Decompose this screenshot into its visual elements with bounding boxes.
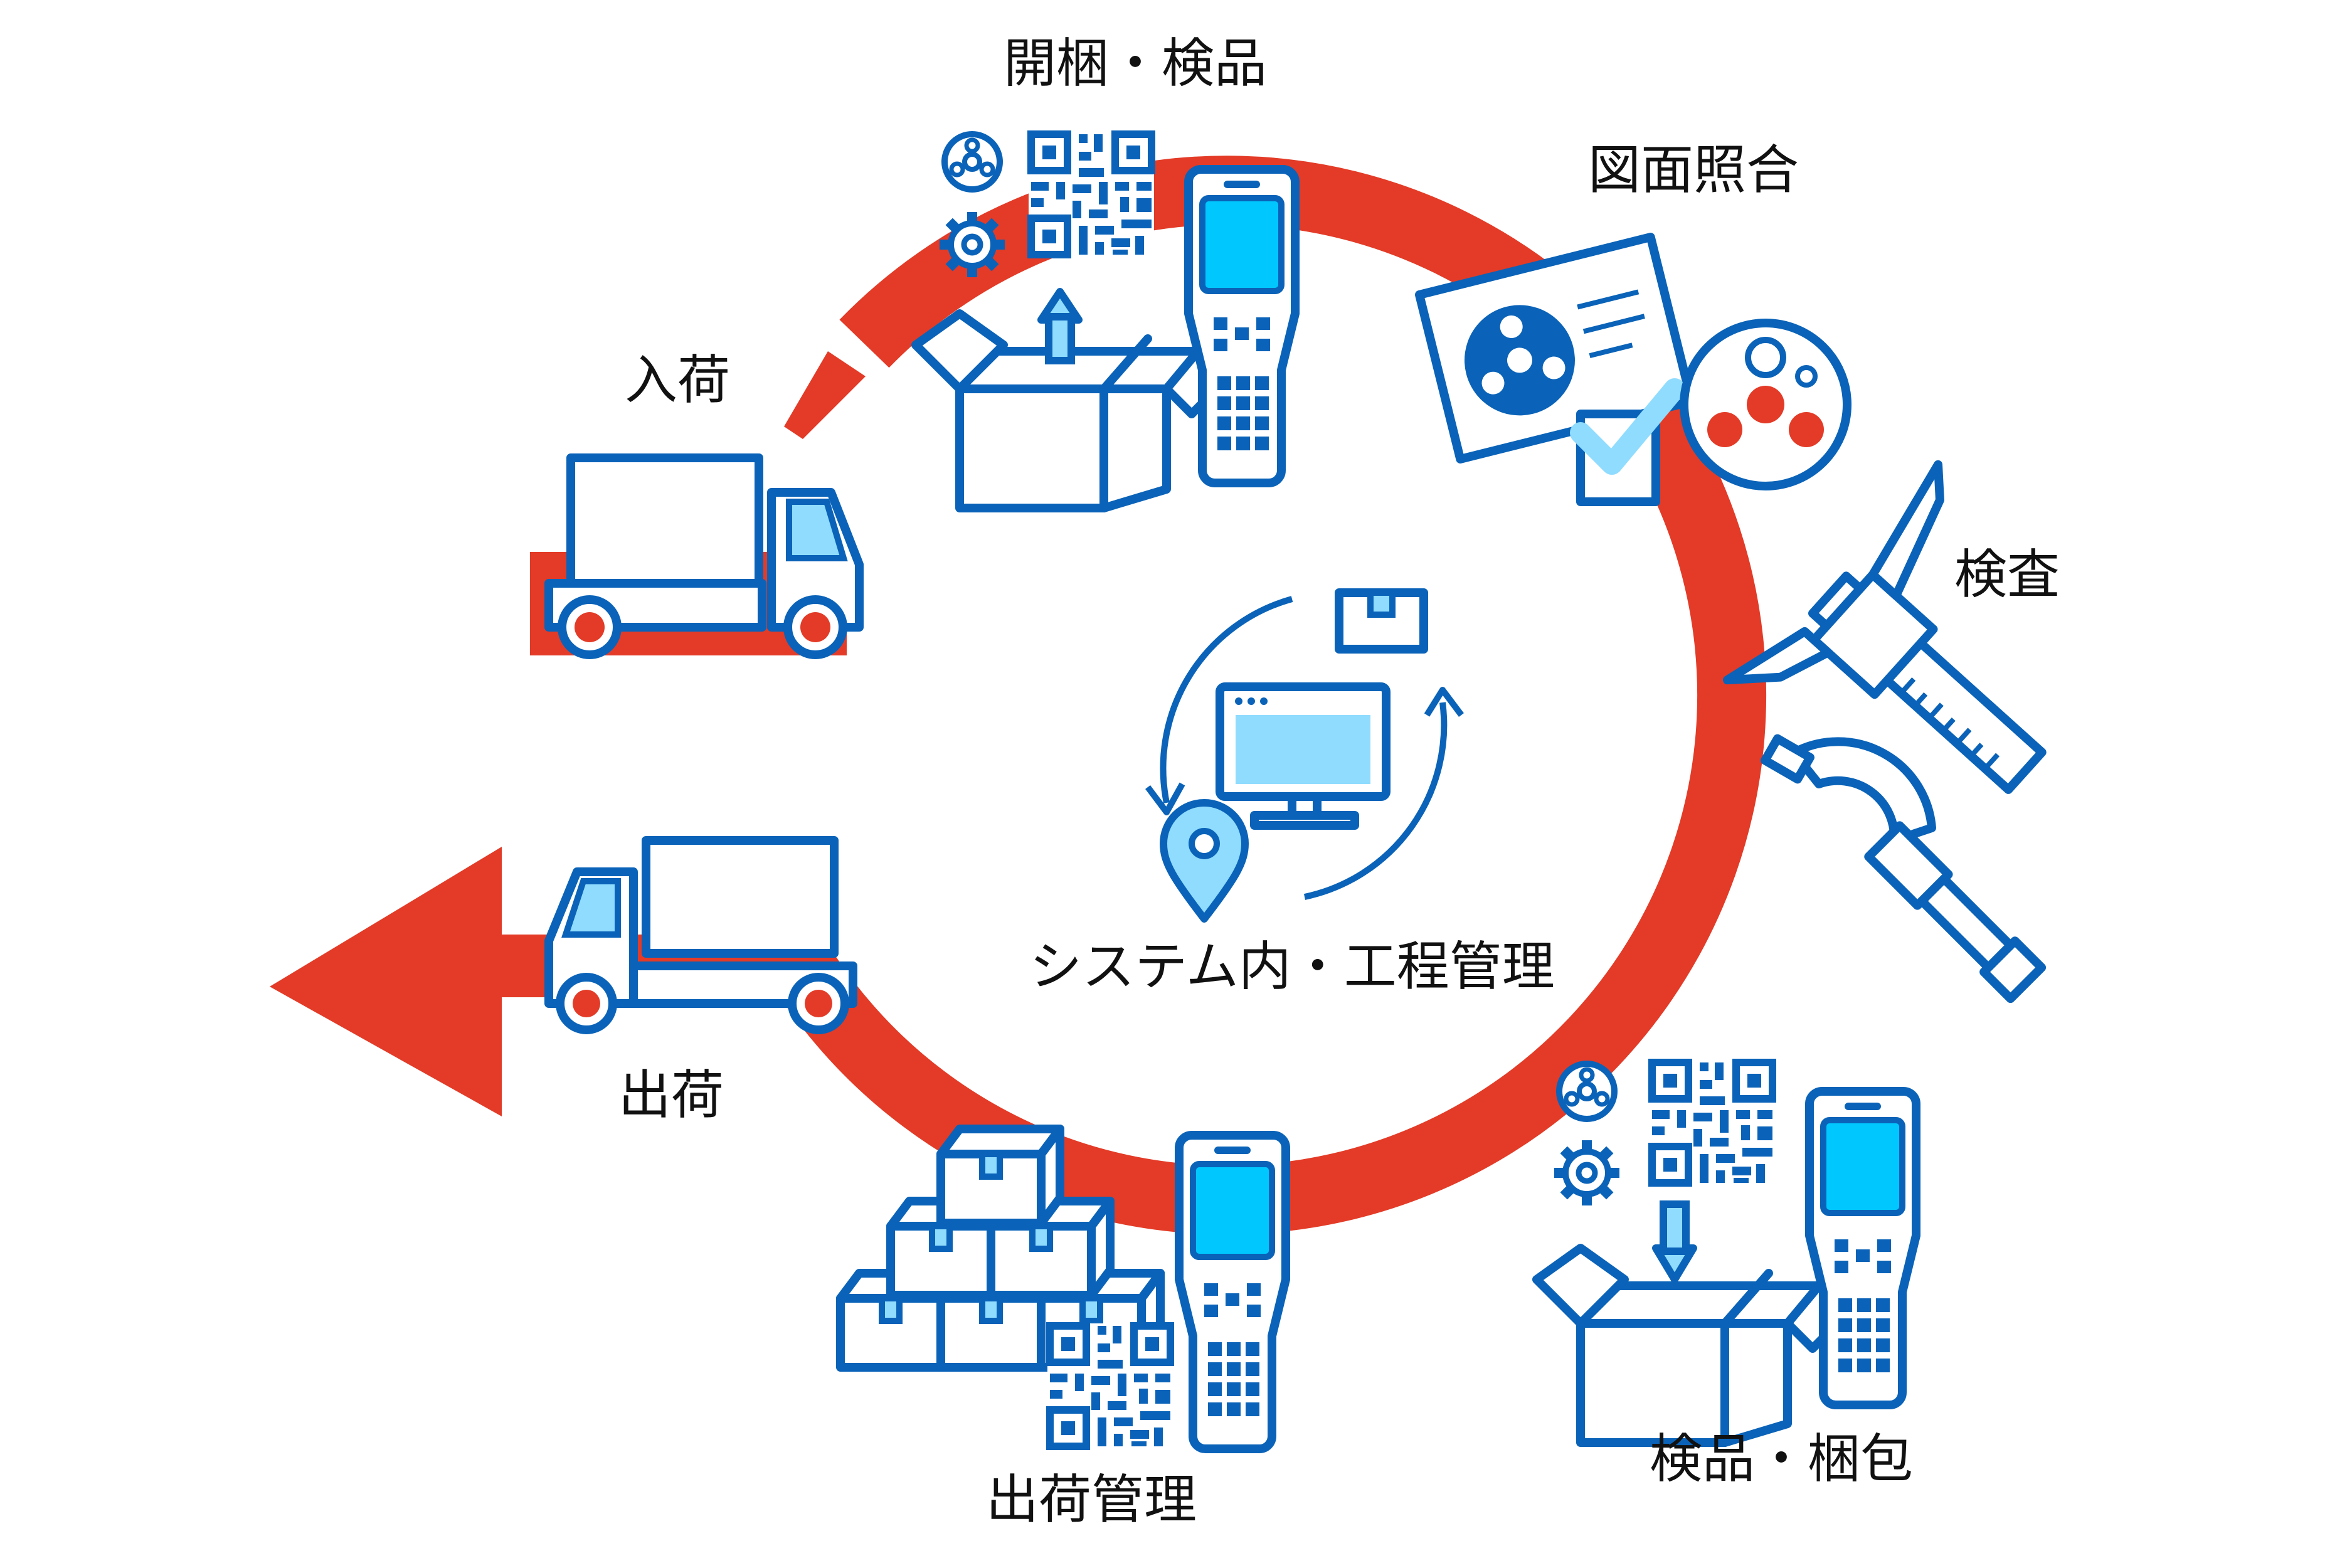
drawing-document-icon (1414, 233, 1697, 464)
label-center: システム内・工程管理 (1029, 936, 1554, 997)
gear-icon (1554, 1140, 1619, 1205)
label-inspection: 検査 (1954, 544, 2060, 605)
truck-icon (544, 453, 864, 659)
monitor-icon (1216, 682, 1391, 830)
reel-icon (1559, 1064, 1614, 1119)
open-box-icon (1537, 1248, 1844, 1443)
label-shipping-management: 出荷管理 (986, 1469, 1197, 1530)
checkmark-icon (1570, 378, 1685, 475)
gear-icon (940, 212, 1005, 277)
label-shipping: 出荷 (618, 1064, 724, 1126)
truck-icon (544, 836, 857, 1034)
handheld-scanner-icon (1809, 1091, 1916, 1405)
shipping-arrow-head (270, 847, 502, 1116)
qr-code-icon (1029, 132, 1154, 257)
label-inspect-pack: 検品・梱包 (1650, 1428, 1913, 1490)
handheld-scanner-icon (1179, 1135, 1286, 1449)
cycle-arrows-icon (1145, 596, 1464, 900)
qr-code-icon (1047, 1323, 1173, 1449)
label-drawing-check: 図面照合 (1588, 139, 1799, 201)
qr-code-icon (1650, 1060, 1775, 1185)
caliper-icon (1722, 460, 2047, 794)
unpack-inspect-icons (916, 132, 1295, 508)
reel-icon (945, 134, 1000, 189)
center-system-icons (1145, 588, 1464, 923)
reel-icon (1680, 319, 1851, 490)
box-icon (1335, 588, 1428, 654)
shipping-management-icons (840, 1129, 1286, 1449)
drawing-check-icons (1414, 233, 1851, 506)
label-unpack-inspect: 開梱・検品 (1004, 33, 1267, 94)
micrometer-icon (1761, 734, 2047, 1004)
inspect-pack-icons (1537, 1060, 1916, 1443)
handheld-scanner-icon (1189, 169, 1295, 483)
location-pin-icon (1160, 799, 1249, 923)
label-receiving: 入荷 (625, 349, 730, 411)
